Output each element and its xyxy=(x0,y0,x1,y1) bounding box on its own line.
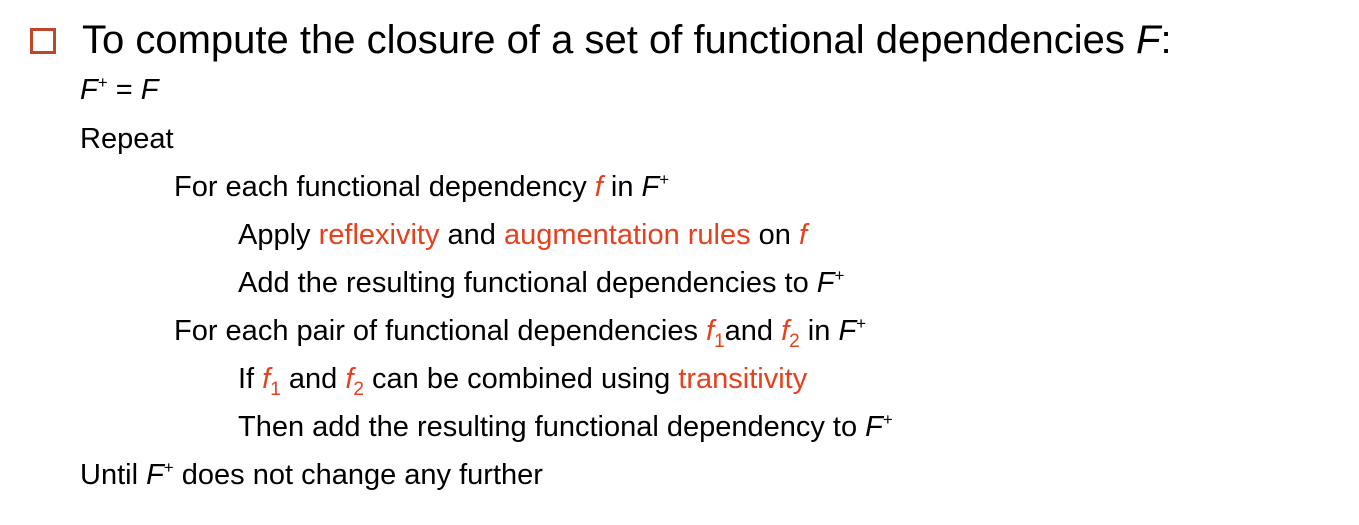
in-text: in xyxy=(602,171,642,203)
heading-var: F xyxy=(1136,18,1161,62)
algorithm-init-line: F+ = F xyxy=(80,72,158,108)
var-f: f xyxy=(706,315,715,347)
algorithm-then-add-line: Then add the resulting functional depend… xyxy=(238,409,893,445)
algorithm-apply-line: Apply reflexivity and augmentation rules… xyxy=(238,217,807,253)
plus-superscript: + xyxy=(882,410,893,429)
var-f: f xyxy=(799,219,808,251)
subscript-1: 1 xyxy=(270,379,281,400)
plus-superscript: + xyxy=(856,314,867,333)
var-f2: f2 xyxy=(781,315,800,351)
does-not-change-text: does not change any further xyxy=(173,459,543,491)
plus-superscript: + xyxy=(163,458,174,477)
heading-text: To compute the closure of a set of funct… xyxy=(82,14,1172,66)
subscript-2: 2 xyxy=(353,379,364,400)
var-f: f xyxy=(345,363,354,395)
reflexivity-term: reflexivity xyxy=(318,219,440,251)
and-text: and xyxy=(280,363,346,395)
var-F: F xyxy=(838,315,857,347)
subscript-1: 1 xyxy=(714,331,725,352)
algorithm-add-line: Add the resulting functional dependencie… xyxy=(238,265,844,301)
algorithm-repeat-line: Repeat xyxy=(80,121,174,157)
for-each-pair-text: For each pair of functional dependencies xyxy=(174,315,707,347)
slide-heading: To compute the closure of a set of funct… xyxy=(30,14,1172,66)
var-f1: f1 xyxy=(262,363,281,399)
algorithm-until-line: Until F+ does not change any further xyxy=(80,457,543,493)
repeat-keyword: Repeat xyxy=(80,123,174,155)
var-F: F xyxy=(816,267,835,299)
var-F: F xyxy=(80,74,98,106)
transitivity-term: transitivity xyxy=(678,363,808,395)
plus-superscript: + xyxy=(97,73,108,92)
plus-superscript: + xyxy=(659,170,670,189)
add-resulting-text: Add the resulting functional dependencie… xyxy=(238,267,817,299)
in-text: in xyxy=(799,315,839,347)
algorithm-for-each-pair-line: For each pair of functional dependencies… xyxy=(174,313,867,351)
on-text: on xyxy=(750,219,799,251)
var-F: F xyxy=(146,459,164,491)
var-f: f xyxy=(781,315,790,347)
can-be-combined-text: can be combined using xyxy=(363,363,679,395)
var-f1: f1 xyxy=(706,315,725,351)
algorithm-if-line: If f1 and f2 can be combined using trans… xyxy=(238,361,808,399)
and-text: and xyxy=(724,315,782,347)
var-F: F xyxy=(140,74,159,106)
plus-superscript: + xyxy=(834,266,845,285)
var-f2: f2 xyxy=(345,363,364,399)
var-F: F xyxy=(641,171,660,203)
heading-label: To compute the closure of a set of funct… xyxy=(82,18,1137,62)
var-F: F xyxy=(865,411,883,443)
square-bullet-icon xyxy=(30,28,56,54)
equals-text: = xyxy=(107,74,141,106)
augmentation-rules-term: augmentation rules xyxy=(503,219,751,251)
and-text: and xyxy=(439,219,504,251)
var-f: f xyxy=(594,171,603,203)
then-add-text: Then add the resulting functional depend… xyxy=(238,411,866,443)
subscript-2: 2 xyxy=(789,331,800,352)
for-each-fd-text: For each functional dependency xyxy=(174,171,595,203)
until-keyword: Until xyxy=(80,459,147,491)
if-text: If xyxy=(238,363,263,395)
apply-text: Apply xyxy=(238,219,319,251)
var-f: f xyxy=(262,363,271,395)
heading-suffix: : xyxy=(1160,18,1172,62)
algorithm-for-each-fd-line: For each functional dependency f in F+ xyxy=(174,169,669,205)
